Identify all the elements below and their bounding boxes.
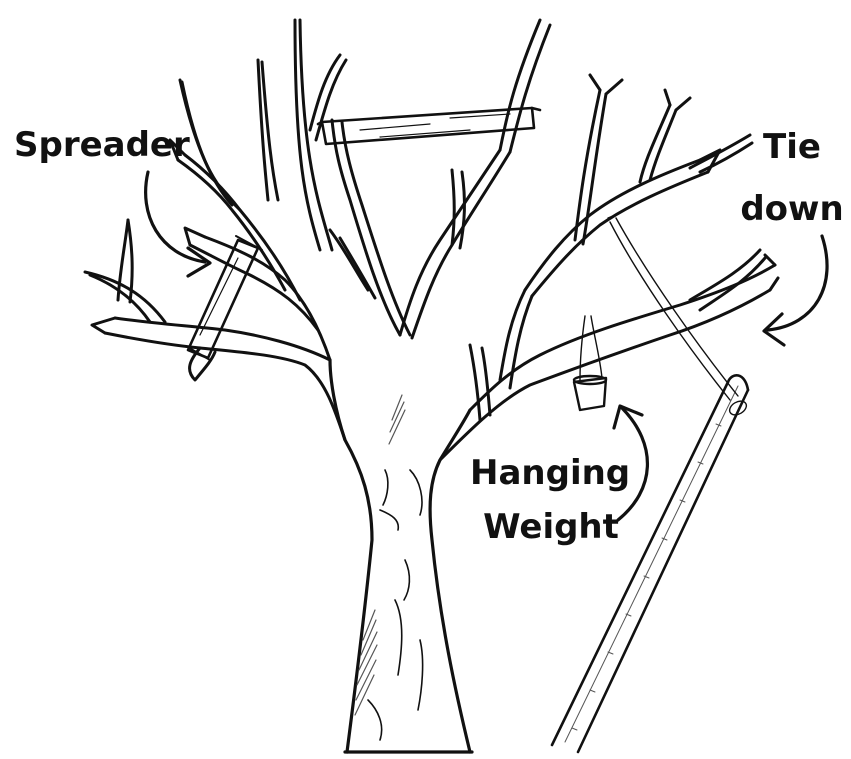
spreader-arrow xyxy=(146,172,210,276)
upper-left-branches xyxy=(170,20,346,360)
tie-string xyxy=(608,214,749,418)
right-limb xyxy=(440,250,778,460)
left-limb xyxy=(85,220,345,440)
center-branches xyxy=(330,20,550,338)
upper-right-branches xyxy=(525,75,752,296)
stake xyxy=(552,375,748,752)
trunk-texture xyxy=(368,470,423,740)
tie-down-arrow xyxy=(764,236,827,345)
hanging-weight-label-line2: Weight xyxy=(476,510,626,544)
spreader-label: Spreader xyxy=(14,128,190,162)
tie-down-label-line1: Tie xyxy=(742,130,842,164)
tie-down-label-line2: down xyxy=(734,192,850,226)
hanging-weight-label-line1: Hanging xyxy=(470,456,630,490)
trunk-hatching xyxy=(355,395,405,715)
